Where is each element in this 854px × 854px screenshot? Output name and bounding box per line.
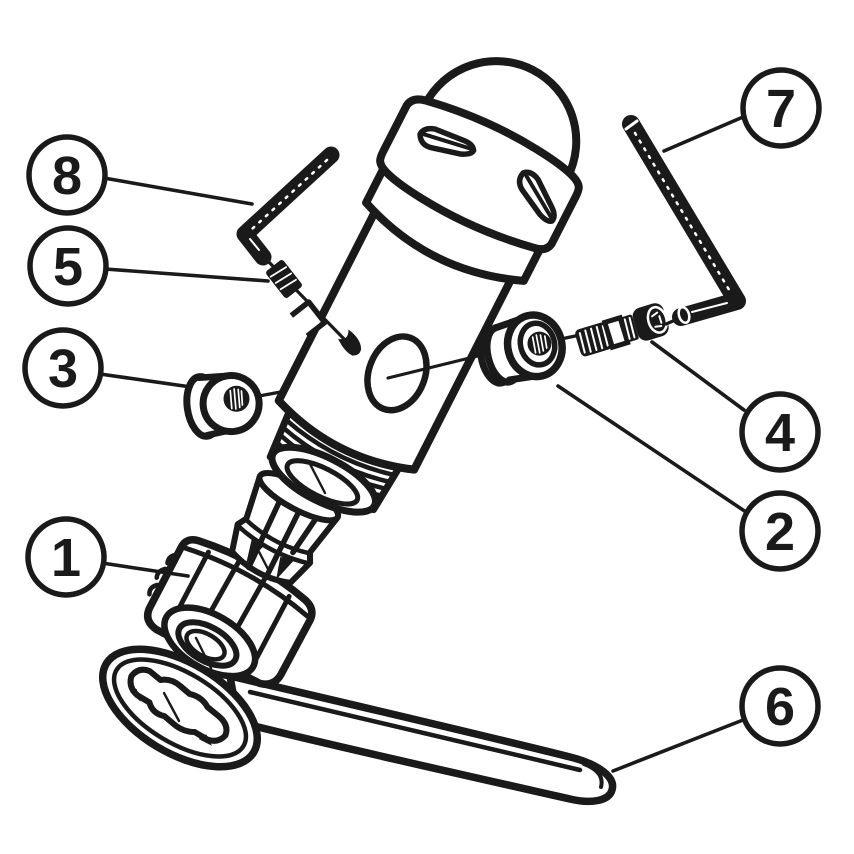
collet-slit-shadow [276,557,295,580]
collar-slot-left [417,125,477,157]
hex-key-small [236,146,340,266]
collet-groove-lower [234,522,312,566]
set-screw-5 [266,260,302,298]
tick-nut-bore [194,636,213,670]
nut-facet-line [249,593,292,669]
collet-slit [263,506,304,581]
callout-circle [739,490,821,572]
plug-socket-hatch [531,334,548,354]
nut-bore [184,628,227,662]
wrench-handle-edge-line [247,689,583,773]
callout-circle [739,665,821,747]
callout-circle [26,134,108,216]
hex-key-small-elbow-highlight [249,238,260,251]
callout-number: 5 [53,237,83,297]
callout-number: 6 [765,677,795,737]
tick-wrench-opening [162,691,181,723]
hex-key-large [622,115,746,326]
callout-leader-line [102,176,254,206]
screw4-socket-marks [651,311,663,328]
wrench-opening [127,666,230,746]
centerline-ticks [162,462,327,723]
callout-leader-line [611,718,745,773]
part3-axis-line [257,389,288,398]
callout-1: 1 [25,516,190,598]
callout-7: 7 [662,67,822,153]
hex-key-large-tip-face [624,119,639,131]
callout-circle [739,391,821,473]
screw-tip-shape [338,329,362,356]
body-slot-clip [289,299,328,339]
callout-circle [22,327,104,409]
collet-slit-shadow [246,537,264,564]
wrench [98,645,617,805]
hex-key-large-end-face [677,305,691,325]
callout-leader-line [100,561,190,578]
tool-body [266,57,583,516]
collar-slot-right [516,169,557,224]
hex-key-small-shape [236,146,340,266]
collet-groove-upper [243,517,312,556]
wrench-tooth-right [198,734,213,746]
clip-outline [289,299,328,339]
nut-top-rim [182,545,311,619]
hex-key-large-shape [622,115,746,326]
callout-2: 2 [556,384,821,572]
wrench-handle [226,672,617,805]
callout-5: 5 [27,225,270,307]
callout-4: 4 [650,340,821,473]
callouts: 1 2 3 4 5 6 7 8 [22,67,822,773]
screw4-head [632,303,669,341]
side-port-hole [364,333,430,414]
screw4-neck-hatch [623,316,636,340]
tick-neck-bore [308,462,327,495]
callout-number: 3 [48,339,78,399]
callout-leader-line [103,267,270,283]
callout-number: 2 [765,502,795,562]
screw-tip-piece [338,329,362,356]
callout-6: 6 [611,665,821,773]
collet-slit [245,495,284,571]
round-nut-thread-hatch [229,388,244,410]
callout-number: 7 [766,79,796,139]
screw5-hatch [269,266,297,291]
screw4-thread-hatch [578,325,609,354]
callout-leader-line [556,384,748,514]
callout-leader-line [662,115,745,153]
callout-8: 8 [26,134,254,216]
callout-leader-line [650,340,746,412]
wrench-tooth-left [130,688,141,702]
hex-key-small-highlight [250,158,329,231]
wrench-tip-line [582,762,604,789]
callout-number: 8 [52,146,82,206]
wrench-head-rim [111,657,249,759]
screw5-body [266,260,302,298]
tick-collet [254,544,271,573]
callout-circle [740,67,822,149]
coolant-plug [477,311,566,387]
set-screw-4 [575,303,669,357]
callout-circle [25,516,107,598]
round-nut [183,372,263,440]
screw4-collar [601,314,631,351]
callout-leader-line [98,372,193,389]
neck-bore [284,458,361,507]
callout-3: 3 [22,327,193,409]
callout-number: 1 [51,528,81,588]
callout-number: 4 [765,403,795,463]
screw4-head-face [646,305,668,334]
hex-key-large-elbow-highlight [691,302,728,313]
callout-circle [27,225,109,307]
hex-key-large-highlight [633,131,733,295]
